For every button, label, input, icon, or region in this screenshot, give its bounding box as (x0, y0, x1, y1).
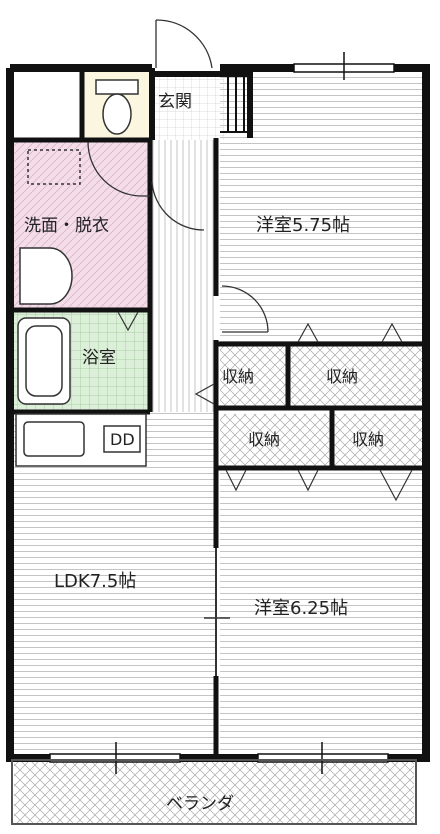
western1-floor (220, 70, 422, 342)
storage-label-a: 収納 (222, 367, 255, 386)
vanity (19, 149, 81, 305)
fridge-label: DD (110, 430, 135, 449)
storage-floor-d (334, 414, 422, 468)
bath-label: 浴室 (82, 348, 116, 368)
balcony-railing (11, 759, 417, 825)
western2-label: 洋室6.25帖 (254, 598, 349, 619)
doors (87, 19, 269, 333)
storage-label-d: 収納 (352, 430, 385, 449)
storage-label-c: 収納 (248, 430, 281, 449)
western2-floor (220, 470, 422, 752)
balcony-label: ベランダ (166, 794, 234, 814)
bathtub (17, 317, 71, 405)
interior-walls (14, 70, 424, 756)
storage-floor-a (220, 346, 286, 406)
kitchen-counter (15, 413, 147, 467)
western1-label: 洋室5.75帖 (256, 215, 351, 236)
balcony-floor (14, 762, 414, 824)
storage-floor-b (290, 346, 422, 406)
entrance-floor (152, 74, 224, 140)
washroom-label: 洗面・脱衣 (24, 216, 109, 236)
entrance-step (220, 76, 250, 133)
windows (49, 52, 395, 774)
toilet (95, 79, 139, 135)
ldk-floor (14, 412, 216, 752)
hall-floor (152, 140, 214, 412)
storage-floor-c (220, 414, 330, 468)
entrance-walls (149, 68, 253, 140)
closet-doors (117, 311, 413, 502)
entrance-label: 玄関 (158, 92, 192, 112)
ldk-label: LDK7.5帖 (54, 571, 137, 592)
storage-label-b: 収納 (326, 367, 359, 386)
sliding-partition (204, 548, 230, 676)
